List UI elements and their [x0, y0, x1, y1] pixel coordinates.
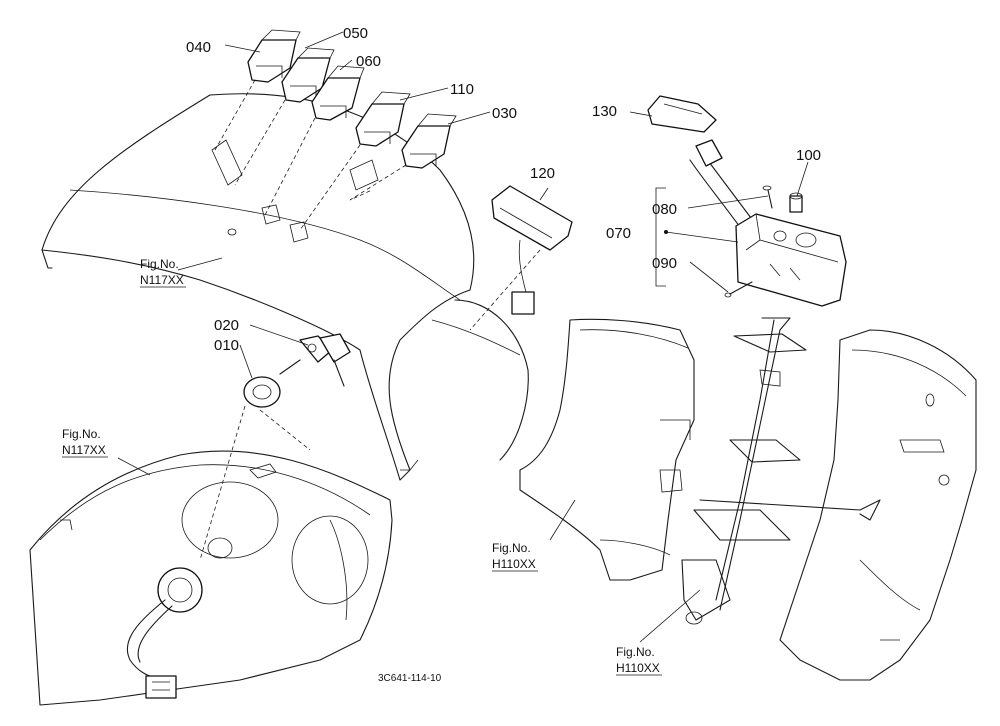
fig-ref-number: H110XX: [616, 661, 660, 675]
reference-dot: [664, 230, 668, 234]
callout-070: 070: [606, 225, 631, 242]
fig-ref-label: Fig.No.: [62, 427, 101, 441]
key-switch-010: [243, 376, 281, 408]
combination-switch-070: [735, 213, 847, 307]
callout-090: 090: [652, 255, 677, 272]
lever-130: [647, 95, 761, 239]
fig-ref-h110-bottom: Fig.No. H110XX: [616, 645, 662, 676]
switch-030: [401, 113, 457, 169]
bolt-100: [789, 192, 803, 213]
callout-120: 120: [530, 165, 555, 182]
fig-ref-label: Fig.No.: [616, 645, 655, 659]
instrument-panel: [29, 450, 393, 706]
screw-090: [724, 281, 753, 298]
switch-mounting-lines: [214, 79, 407, 231]
fig-ref-n117-top: Fig.No. N117XX: [140, 257, 186, 288]
switch-110: [355, 91, 411, 147]
switch-040: [247, 29, 301, 83]
fig-ref-number: N117XX: [62, 443, 106, 457]
callout-060: 060: [356, 53, 381, 70]
fig-ref-label: Fig.No.: [492, 541, 531, 555]
assembly-bracket: [655, 187, 666, 287]
fig-ref-label: Fig.No.: [140, 257, 179, 271]
callout-030: 030: [492, 105, 517, 122]
fig-ref-h110-mid: Fig.No. H110XX: [492, 541, 538, 572]
hour-meter-120: [469, 185, 573, 331]
steering-cover-left: [519, 318, 695, 581]
screw-080: [762, 185, 773, 209]
callout-050: 050: [343, 25, 368, 42]
callout-010: 010: [214, 337, 239, 354]
steering-cover-right: [779, 329, 977, 681]
keys-020: [279, 333, 351, 387]
fig-ref-n117-left: Fig.No. N117XX: [62, 427, 108, 458]
fig-ref-number: H110XX: [492, 557, 536, 571]
leader-lines: [117, 31, 809, 643]
callout-110: 110: [450, 81, 474, 98]
callout-130: 130: [592, 103, 617, 120]
callout-040: 040: [186, 39, 211, 56]
steering-column: [681, 317, 881, 625]
callout-080: 080: [652, 201, 677, 218]
dash-panel-cover: [41, 93, 529, 481]
fig-ref-number: N117XX: [140, 273, 184, 287]
key-switch-harness: [126, 567, 203, 699]
switch-060: [311, 65, 365, 121]
callout-100: 100: [796, 147, 821, 164]
callout-020: 020: [214, 317, 239, 334]
drawing-code: 3C641-114-10: [378, 673, 442, 684]
